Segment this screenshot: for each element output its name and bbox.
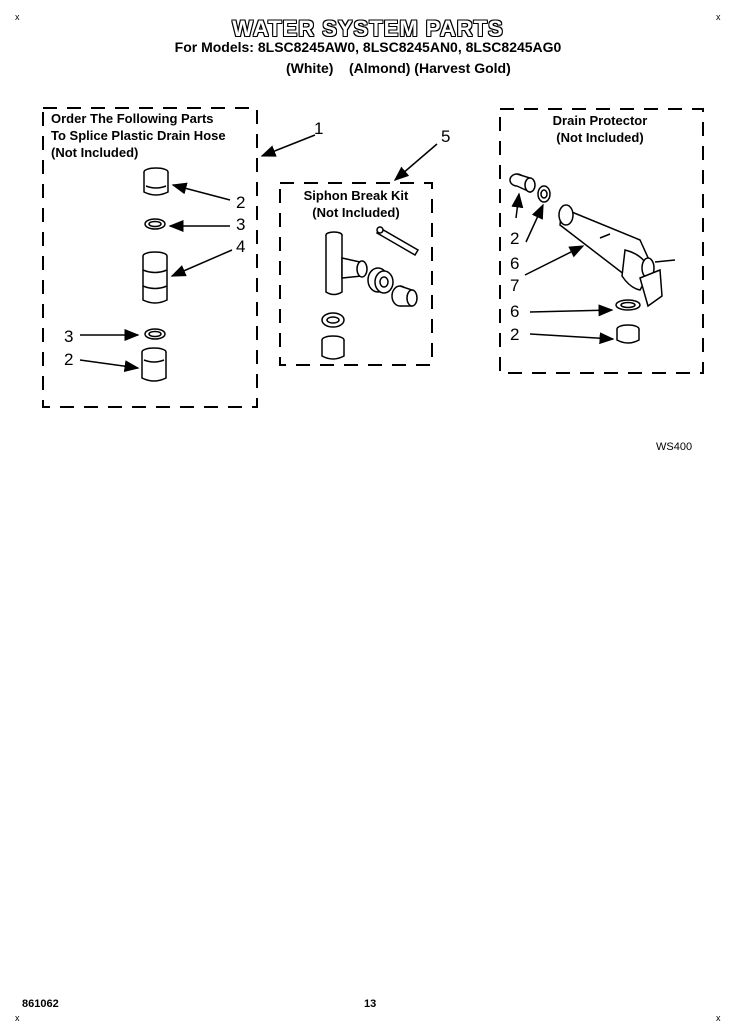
splice-parts-label: Order The Following Parts To Splice Plas… xyxy=(51,110,226,161)
siphon-label-line1: Siphon Break Kit xyxy=(303,188,409,203)
leader-5 xyxy=(393,143,438,181)
corner-mark-bottom-left: x xyxy=(15,1013,20,1023)
splice-parts-box xyxy=(42,107,258,408)
drain-protector-box xyxy=(499,108,704,374)
callout-1: 1 xyxy=(314,119,324,138)
drain-ring-bottom xyxy=(615,299,641,311)
corner-mark-bottom-right: x xyxy=(716,1013,721,1023)
leader-left-2b xyxy=(79,359,140,373)
drain-protector-body xyxy=(558,204,676,308)
page-number: 13 xyxy=(364,998,377,1010)
hose-coupler-part-2-bottom xyxy=(141,347,167,382)
callout-left-2b: 2 xyxy=(64,350,74,369)
leader-right-2b xyxy=(529,332,615,345)
siphon-kit-label: Siphon Break Kit (Not Included) xyxy=(280,187,432,221)
model-numbers: For Models: 8LSC8245AW0, 8LSC8245AN0, 8L… xyxy=(174,39,562,55)
drain-ring-top xyxy=(537,185,551,203)
siphon-label-line2: (Not Included) xyxy=(312,205,400,220)
siphon-tee xyxy=(325,231,368,296)
clamp-part-3-top xyxy=(144,218,166,230)
siphon-kit-box xyxy=(279,182,433,366)
document-number: 861062 xyxy=(22,998,59,1010)
splice-label-line2: To Splice Plastic Drain Hose xyxy=(51,128,226,143)
siphon-clamp xyxy=(321,312,345,328)
callout-right-2b: 2 xyxy=(510,325,520,344)
siphon-nut xyxy=(367,267,394,294)
callout-right-2a: 2 xyxy=(510,229,520,248)
callout-left-3a: 3 xyxy=(236,215,246,234)
corner-mark-top-right: x xyxy=(716,12,721,22)
drain-coupler-bottom xyxy=(616,324,640,344)
callout-left-3b: 3 xyxy=(64,327,74,346)
leader-right-2a xyxy=(511,192,524,219)
drain-label-line1: Drain Protector xyxy=(552,113,648,128)
splice-label-line3: (Not Included) xyxy=(51,145,139,160)
corner-mark-top-left: x xyxy=(15,12,20,22)
clamp-part-3-bottom xyxy=(144,328,166,340)
callout-5: 5 xyxy=(441,127,451,146)
siphon-coupler xyxy=(321,335,345,360)
drain-protector-label: Drain Protector (Not Included) xyxy=(520,112,680,146)
diagram-code: WS400 xyxy=(656,441,693,453)
splice-label-line1: Order The Following Parts xyxy=(51,111,214,126)
leader-left-2a xyxy=(171,182,231,201)
leader-1 xyxy=(260,134,316,157)
page-title: WATER SYSTEM PARTS xyxy=(232,16,504,41)
leader-right-6a xyxy=(525,203,544,243)
callout-right-6a: 6 xyxy=(510,254,520,273)
hose-coupler-part-2-top xyxy=(143,167,169,196)
connector-part-4 xyxy=(142,251,168,304)
model-colors: (White) (Almond) (Harvest Gold) xyxy=(286,60,511,76)
callout-left-4: 4 xyxy=(236,237,246,256)
callout-right-7: 7 xyxy=(510,276,520,295)
callout-right-6b: 6 xyxy=(510,302,520,321)
siphon-tie-strap xyxy=(375,226,420,257)
leader-right-6b xyxy=(529,304,614,317)
drain-coupler-top xyxy=(509,173,536,194)
callout-left-2a: 2 xyxy=(236,193,246,212)
drain-label-line2: (Not Included) xyxy=(556,130,644,145)
leader-right-7 xyxy=(524,245,585,276)
siphon-adapter xyxy=(391,285,418,307)
leader-left-4 xyxy=(170,249,233,277)
